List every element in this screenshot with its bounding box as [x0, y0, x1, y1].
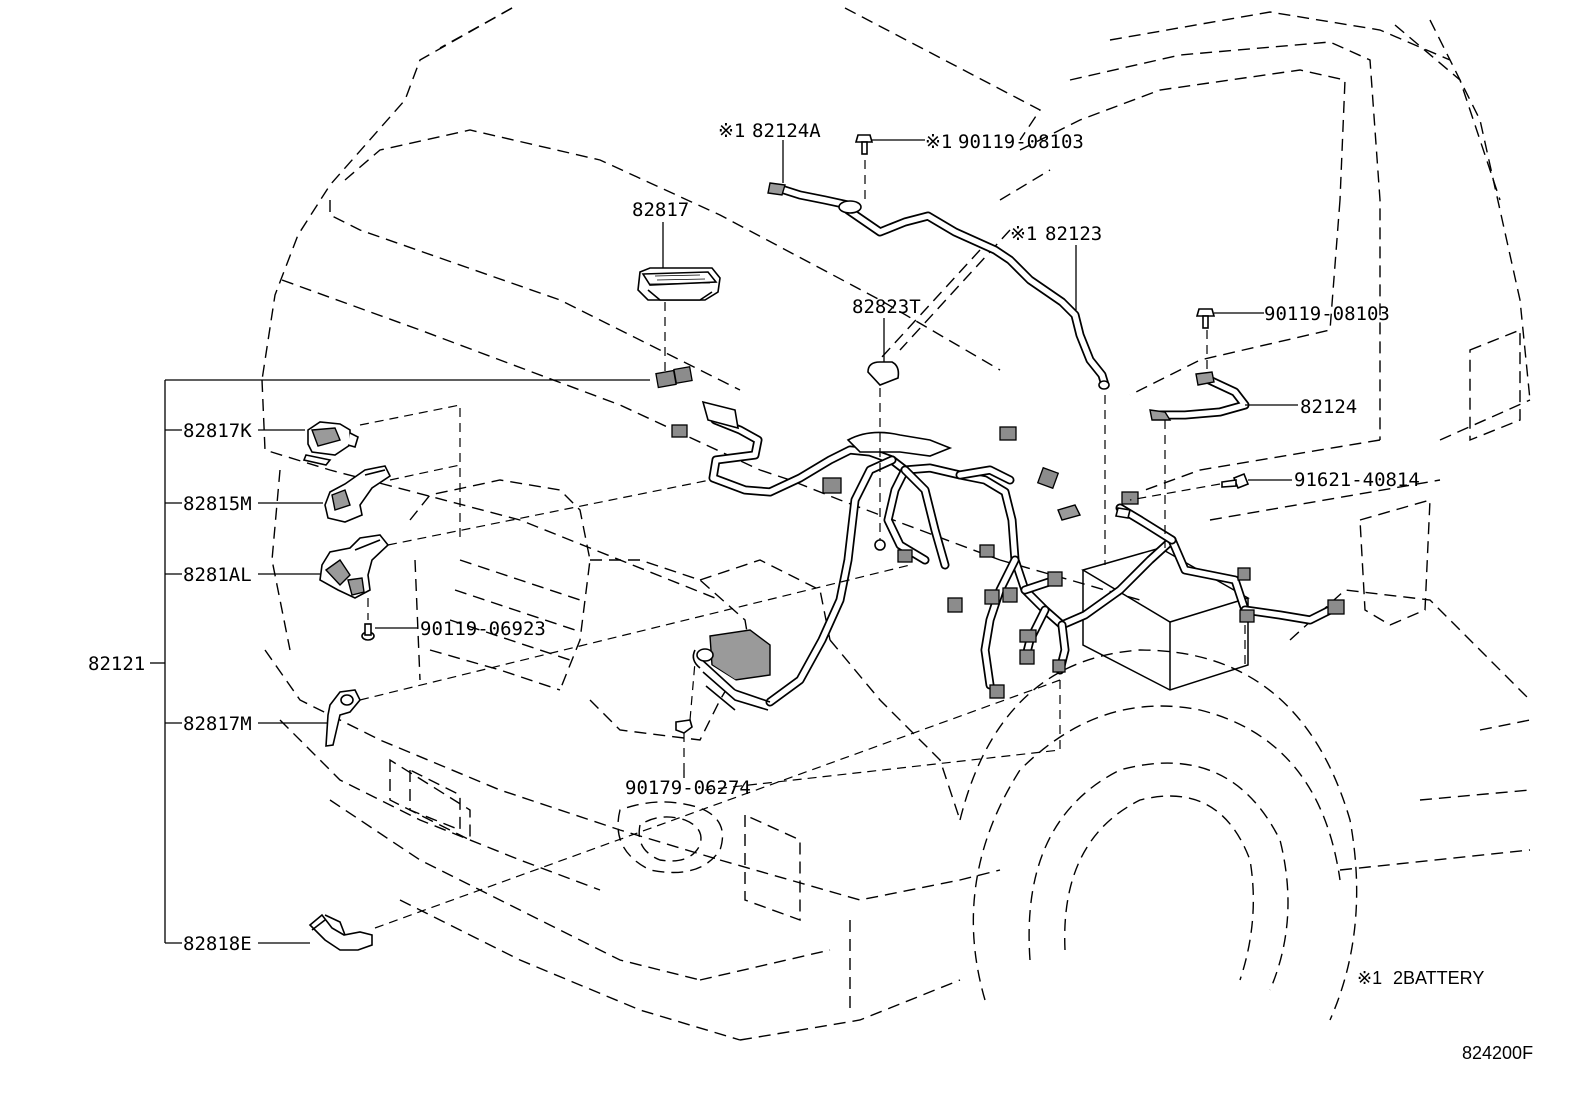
label-82817K: 82817K — [183, 420, 252, 442]
label-82817M: 82817M — [183, 713, 252, 735]
bolt-90119-08103-b — [1195, 308, 1216, 329]
bolt-90119-08103-a — [854, 134, 874, 155]
leader-lines — [150, 139, 1298, 944]
label-82815M: 82815M — [183, 493, 252, 515]
installation-lines — [359, 160, 1246, 929]
battery-cables — [773, 183, 1250, 420]
label-82823T: 82823T — [852, 296, 921, 318]
label-8281AL: 8281AL — [183, 564, 252, 586]
nut-90179-06274 — [675, 719, 693, 734]
bolt-90119-06923 — [361, 623, 375, 641]
label-82124A: 82124A — [752, 120, 821, 142]
label-90179-06274: 90179-06274 — [625, 777, 751, 799]
cable-segment-fill — [775, 185, 851, 208]
cable-segment-fill — [1157, 375, 1248, 418]
label-82817: 82817 — [632, 199, 689, 221]
label-82124: 82124 — [1300, 396, 1357, 418]
diagram-id: 824200F — [1462, 1043, 1533, 1063]
label-82123-marker: ※1 — [1010, 223, 1037, 245]
cable-segment-fill — [845, 207, 1108, 388]
harness-segment — [765, 455, 897, 707]
harness-segment-fill — [767, 457, 895, 705]
relay-block-82817 — [637, 267, 721, 301]
label-82121: 82121 — [88, 653, 145, 675]
label-90119-08103-a-marker: ※1 — [925, 131, 952, 153]
bolt-91621-40814 — [1221, 472, 1250, 490]
footnote-marker: ※1 — [1357, 968, 1382, 988]
harness-segment-fill — [1242, 607, 1333, 623]
part-labels: ※1 82124A ※1 90119-08103 82817 ※1 82123 … — [88, 120, 1420, 955]
label-90119-08103-a: 90119-08103 — [958, 131, 1084, 153]
vehicle-outline — [261, 7, 1531, 1041]
label-90119-06923: 90119-06923 — [420, 618, 546, 640]
footnote: ※1 2BATTERY — [1357, 968, 1484, 988]
part-82817K — [302, 421, 359, 466]
footnote-text: 2BATTERY — [1393, 968, 1484, 988]
harness-segment-fill — [957, 467, 1013, 483]
harness-segment-fill — [710, 417, 895, 495]
parts — [302, 134, 1250, 951]
label-82123: 82123 — [1045, 223, 1102, 245]
harness-segment-fill — [902, 467, 948, 568]
label-91621-40814: 91621-40814 — [1294, 469, 1420, 491]
part-8281AL — [319, 534, 390, 599]
part-82817M — [325, 689, 361, 747]
battery-outline — [1081, 547, 1250, 691]
harness-segment-fill — [1169, 537, 1248, 613]
harness-segment-fill — [982, 557, 1018, 688]
label-82124A-marker: ※1 — [718, 120, 745, 142]
part-82818E — [308, 913, 373, 951]
label-82818E: 82818E — [183, 933, 252, 955]
label-90119-08103-b: 90119-08103 — [1264, 303, 1390, 325]
part-82815M — [324, 465, 392, 523]
connectors — [655, 182, 1345, 711]
